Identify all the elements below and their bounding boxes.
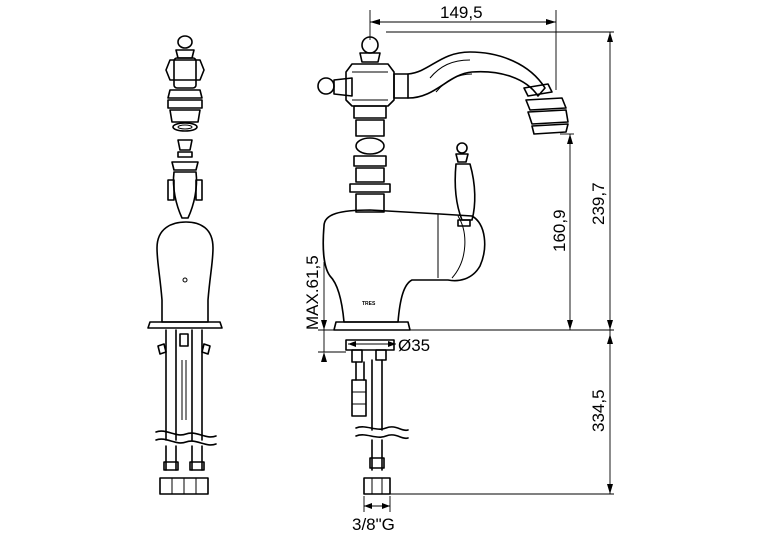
- dim-spout-reach: 149,5: [440, 3, 483, 22]
- brand-logo-text: TRES: [362, 301, 376, 307]
- front-view: TRES: [317, 36, 569, 495]
- dim-hole-diameter: Ø35: [398, 336, 430, 355]
- dimension-lines: [318, 10, 614, 512]
- dim-max-deck: MAX.61,5: [303, 255, 322, 330]
- dim-connection: 3/8"G: [352, 515, 395, 534]
- dim-hose-length: 334,5: [589, 389, 608, 432]
- dim-total-height: 239,7: [589, 182, 608, 225]
- side-view: [147, 35, 223, 495]
- dimension-labels: 149,5 239,7 160,9 MAX.61,5 Ø35 334,5 3/8…: [303, 3, 608, 534]
- dim-spout-height: 160,9: [550, 209, 569, 252]
